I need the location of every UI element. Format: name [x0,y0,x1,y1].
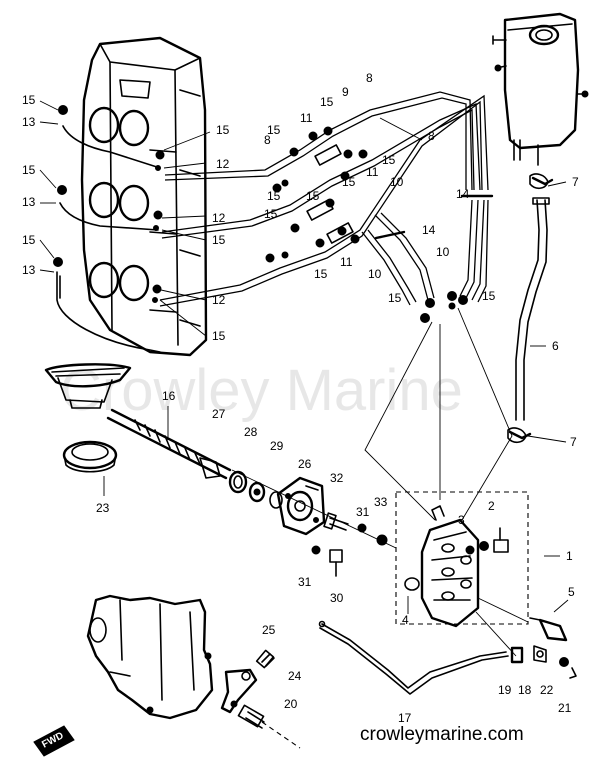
callout-label: 15 [267,123,281,137]
callout-label: 28 [244,425,258,439]
callout-label: 16 [162,389,176,403]
callout-label: 29 [270,439,284,453]
callout-label: 13 [22,195,36,209]
callout-label: 15 [216,123,230,137]
callout-label: 13 [22,115,36,129]
callout-label: 11 [340,255,353,269]
callout-label: 10 [436,245,450,259]
callout-label: 8 [366,71,373,85]
callout-label: 10 [390,175,404,189]
drain-hoses [56,125,161,353]
callout-label: 31 [298,575,312,589]
oil-hose-bundle [159,91,494,307]
callout-label: 11 [300,111,313,125]
guide-lines [231,307,529,657]
forward-direction-badge: FWD [33,725,75,757]
callout-label: 12 [216,157,230,171]
callout-label: 24 [288,669,302,683]
control-linkage [220,649,301,749]
callout-label: 5 [568,585,575,599]
callout-label: 15 [314,267,328,281]
pump-hardware [479,527,568,642]
callout-label: 19 [498,683,512,697]
callout-label: 6 [552,339,559,353]
callout-label: 15 [482,289,496,303]
watermark-url: crowleymarine.com [360,724,524,745]
callout-label: 15 [320,95,334,109]
crankcase [86,594,214,720]
callout-label: 11 [366,165,379,179]
callout-label: 15 [22,233,36,247]
callout-label: 15 [22,93,36,107]
callout-label: 26 [298,457,312,471]
callout-label: 14 [422,223,436,237]
callout-label: 18 [518,683,532,697]
callout-label: 23 [96,501,110,515]
control-rod [318,620,577,695]
callout-label: 21 [558,701,572,715]
callout-label: 8 [428,129,435,143]
callout-label: 15 [212,329,226,343]
callout-label: 13 [22,263,36,277]
callout-label: 9 [342,85,349,99]
callout-label: 12 [212,211,226,225]
callout-label: 10 [368,267,382,281]
callout-label: 20 [284,697,298,711]
callout-label: 14 [456,187,470,201]
callout-label: 31 [356,505,370,519]
callout-label: 7 [572,175,579,189]
callout-label: 15 [382,153,396,167]
oil-pump-drive [44,363,232,480]
pump-cover [276,476,326,536]
callout-numbers: 15 13 15 13 15 13 15 15 12 8 12 15 12 15… [22,71,579,725]
callout-leaders [39,100,569,614]
callout-label: 15 [306,189,320,203]
callout-label: 22 [540,683,554,697]
callout-label: 15 [264,207,278,221]
callout-label: 4 [402,613,409,627]
callout-label: 25 [262,623,276,637]
callout-label: 7 [570,435,577,449]
callout-label: 8 [264,133,271,147]
callout-label: 2 [488,499,495,513]
callout-label: 27 [212,407,226,421]
hose-clamps [265,126,468,323]
callout-label: 33 [374,495,388,509]
oil-tank [492,12,589,166]
cylinder-block [80,36,208,357]
callout-label: 12 [212,293,226,307]
callout-label: 15 [342,175,356,189]
callout-label: 17 [398,711,412,725]
callout-label: 3 [458,513,465,527]
oil-pump-assembly [395,491,529,628]
callout-label: 15 [267,189,281,203]
block-fittings [53,105,165,303]
callout-label: 15 [388,291,402,305]
callout-label: 30 [330,591,344,605]
callout-label: 1 [566,549,573,563]
callout-label: 15 [22,163,36,177]
seals [228,470,283,509]
callout-label: 32 [330,471,344,485]
oil-tank-hose [507,173,554,444]
callout-label: 15 [212,233,226,247]
